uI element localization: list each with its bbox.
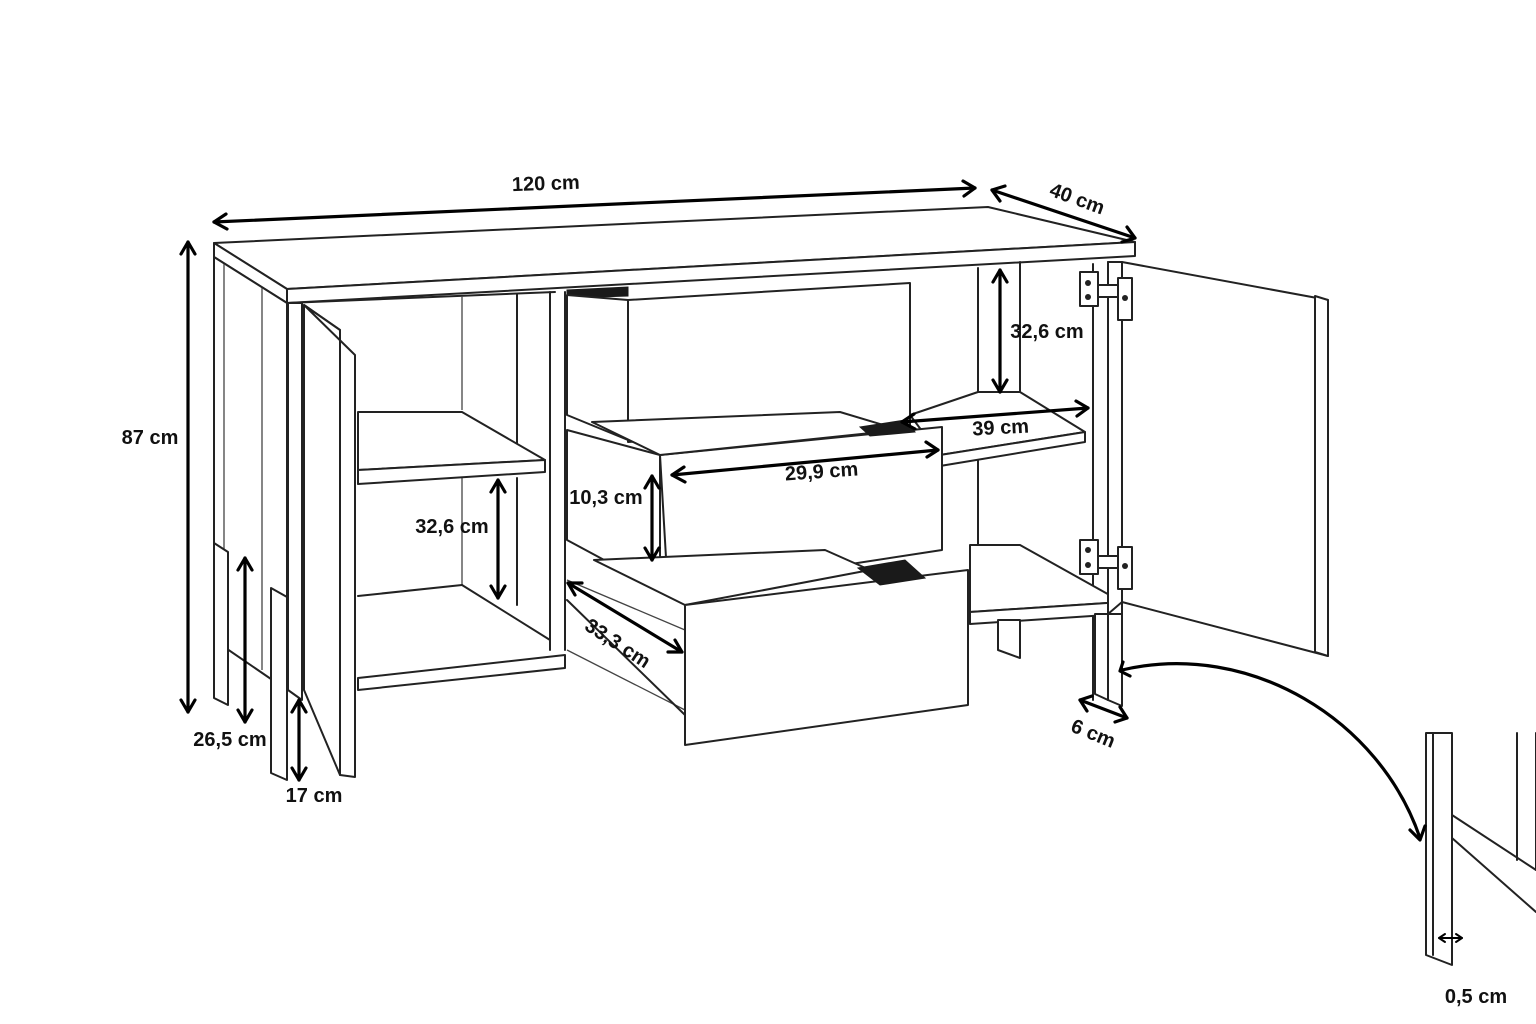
leg-detail [1425, 732, 1536, 966]
label-width: 120 cm [512, 172, 581, 196]
dimension-arrows [179, 179, 1463, 943]
label-drawer-width: 29,9 cm [784, 458, 859, 485]
hinge-bottom [1079, 539, 1133, 590]
label-leg-width: 6 cm [1068, 715, 1119, 752]
left-door [303, 304, 356, 778]
drawer-top [566, 282, 911, 443]
label-height: 87 cm [122, 427, 179, 449]
label-shelf-height-left: 32,6 cm [415, 516, 488, 538]
right-door [1107, 261, 1329, 657]
label-shelf-height-right: 32,6 cm [1010, 321, 1083, 343]
label-leg-height-rear: 26,5 cm [193, 729, 266, 751]
label-drawer-depth: 33,3 cm [581, 615, 655, 673]
cabinet-body [213, 206, 1136, 716]
hinge-top [1079, 271, 1133, 321]
label-leg-height-front: 17 cm [286, 785, 343, 807]
label-shelf-depth: 39 cm [972, 416, 1030, 441]
label-drawer-height: 10,3 cm [569, 487, 642, 509]
label-depth: 40 cm [1047, 179, 1108, 219]
legs [213, 542, 1123, 781]
label-leg-thickness: 0,5 cm [1445, 986, 1507, 1008]
drawer-bottom [593, 419, 969, 746]
